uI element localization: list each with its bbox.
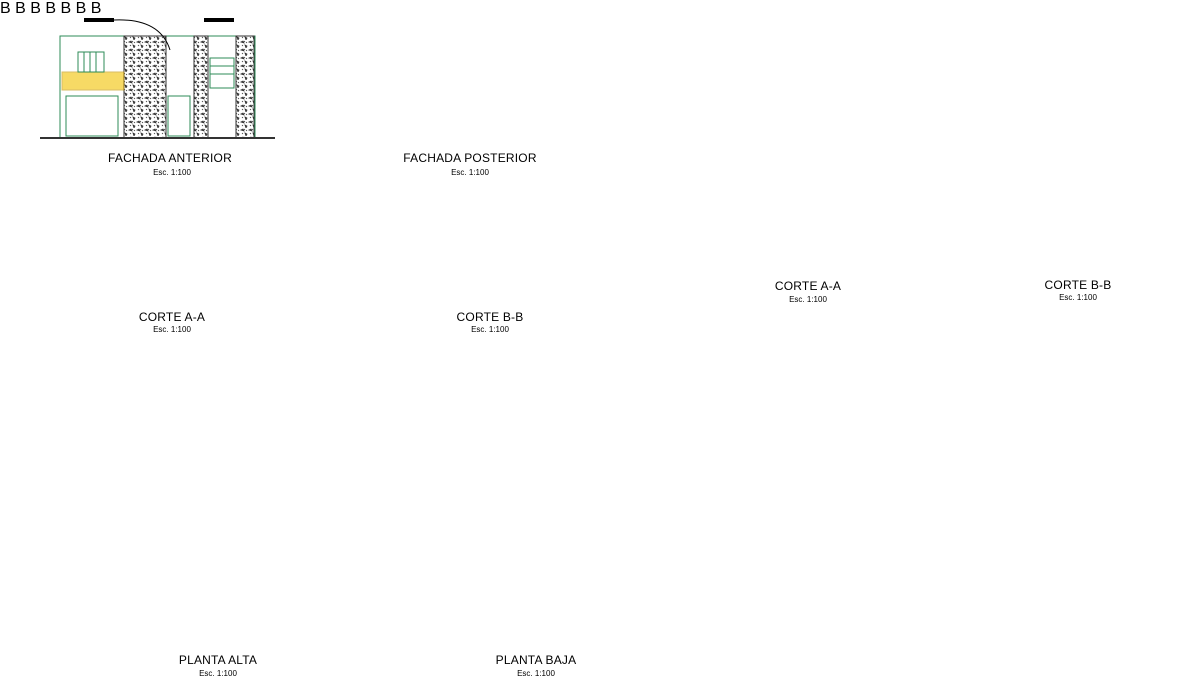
title-planta-alta: PLANTA ALTA — [178, 653, 258, 667]
scale-corte-aa-right: Esc. 1:100 — [789, 295, 827, 304]
title-corte-aa-right: CORTE A-A — [774, 279, 842, 293]
fachada-anterior-drawing — [40, 18, 275, 139]
scale-fachada-posterior: Esc. 1:100 — [451, 168, 489, 177]
section-markers: B B B B B B B — [0, 0, 102, 17]
scale-planta-baja: Esc. 1:100 — [517, 669, 555, 678]
title-planta-baja: PLANTA BAJA — [495, 653, 577, 667]
scale-corte-aa-left: Esc. 1:100 — [153, 325, 191, 334]
title-corte-aa-left: CORTE A-A — [138, 310, 206, 324]
title-corte-bb-left: CORTE B-B — [456, 310, 524, 324]
scale-fachada-anterior: Esc. 1:100 — [153, 168, 191, 177]
scale-corte-bb-left: Esc. 1:100 — [471, 325, 509, 334]
title-fachada-posterior: FACHADA POSTERIOR — [403, 151, 537, 165]
scale-corte-bb-right: Esc. 1:100 — [1059, 293, 1097, 302]
title-corte-bb-right: CORTE B-B — [1044, 278, 1112, 292]
scale-planta-alta: Esc. 1:100 — [199, 669, 237, 678]
title-fachada-anterior: FACHADA ANTERIOR — [108, 151, 232, 165]
